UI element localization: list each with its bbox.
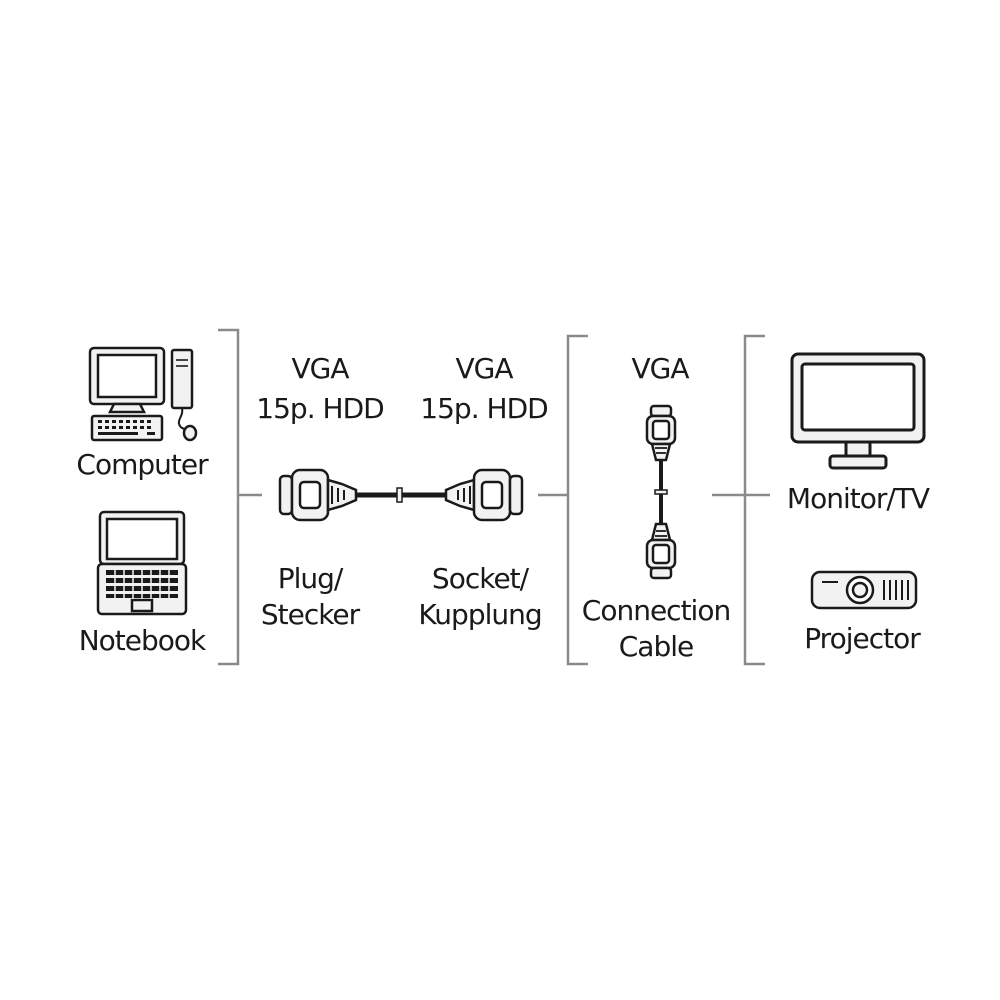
cable-label-line2: Cable [618,630,694,663]
notebook-label: Notebook [78,624,207,657]
vga-cable-vertical-icon [645,404,677,580]
desktop-computer-icon [88,346,198,442]
projector-label: Projector [804,622,920,655]
monitor-tv-icon [790,352,926,470]
socket-label-line2: Kupplung [418,598,542,631]
notebook-laptop-icon [96,510,188,616]
plug-spec-label: 15p. HDD [256,392,384,425]
projector-icon [810,570,918,610]
monitor-label: Monitor/TV [786,482,930,515]
vga-plug-icon [278,468,358,522]
socket-label-line1: Socket/ [431,562,529,595]
plug-label-line2: Stecker [260,598,360,631]
left-bracket [218,328,240,666]
socket-spec-label: 15p. HDD [420,392,548,425]
plug-type-label: VGA [291,352,349,385]
socket-type-label: VGA [455,352,513,385]
cable-type-label: VGA [631,352,689,385]
vga-socket-icon [444,468,524,522]
vga-cable-horizontal-icon [278,468,524,522]
middle-bracket [566,334,588,666]
right-bracket [743,334,765,666]
plug-label-line1: Plug/ [277,562,344,595]
cable-label-line1: Connection [581,594,731,627]
computer-label: Computer [76,448,208,481]
